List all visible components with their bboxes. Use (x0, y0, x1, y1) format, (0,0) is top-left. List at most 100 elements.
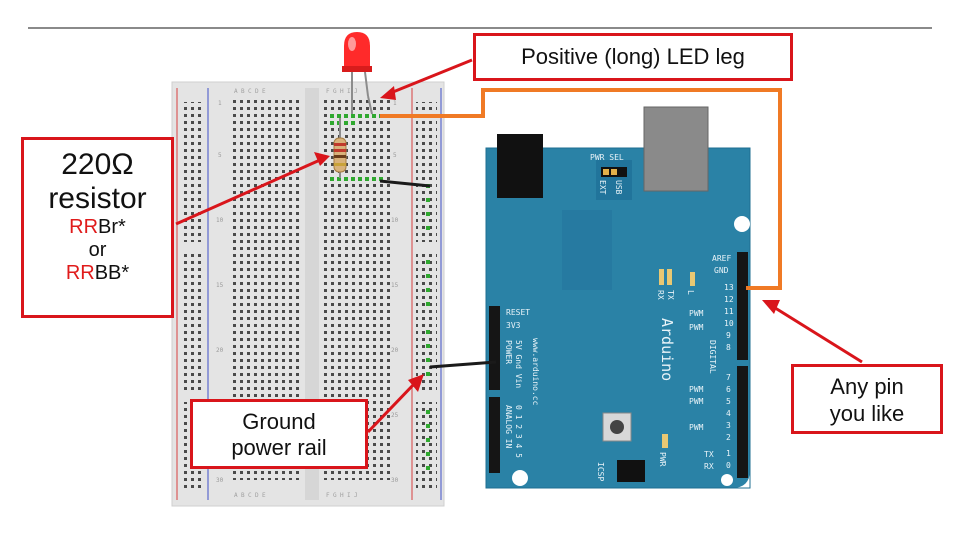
signal-wire (380, 88, 782, 290)
ground-wire (429, 360, 497, 369)
pwr-sel-label: PWR SEL (590, 153, 624, 162)
ground-jumper-wire (379, 179, 431, 188)
arduino-board: PWR SEL EXT USB TX RX L Arduino www.ardu… (485, 106, 751, 489)
usb-label: USB (614, 180, 623, 195)
col-letter: A (234, 88, 238, 95)
mount-hole (734, 216, 750, 232)
pin-number: 5 (726, 397, 731, 406)
aref-label: AREF (712, 254, 731, 263)
row-number: 5 (393, 152, 397, 159)
reset-label: RESET (506, 308, 530, 317)
row-number: 1 (218, 100, 222, 107)
row-number: 1 (393, 100, 397, 107)
pin-line-2: you like (829, 401, 905, 426)
gnd-label: GND (714, 266, 729, 275)
row-number: 5 (218, 152, 222, 159)
pin-number: 1 (726, 449, 731, 458)
top-rule (28, 27, 932, 29)
col-letter: C (248, 492, 252, 499)
col-letter: A (234, 492, 238, 499)
arrow-led (387, 58, 473, 96)
pin-line-1: Any pin (830, 374, 904, 399)
ground-line-2: power rail (231, 435, 327, 460)
pwm-label: PWM (689, 385, 704, 394)
arrowhead-icon (380, 86, 396, 100)
resistor-or: or (88, 239, 107, 261)
icsp-label: ICSP (596, 462, 605, 481)
col-letter: F (326, 492, 330, 499)
pwm-label: PWM (689, 323, 704, 332)
col-letter: C (248, 88, 252, 95)
digital-header-top (737, 252, 748, 360)
callout-arrows (175, 58, 863, 434)
row-number: 15 (216, 282, 224, 289)
arrow-resistor (175, 158, 321, 226)
column-letters-bottom: A B C D E F G H I J (234, 492, 358, 499)
col-letter: E (262, 88, 266, 95)
pin-number: 2 (726, 433, 731, 442)
pwr-led-label: PWR (658, 452, 667, 467)
resistor-word: resistor (48, 182, 147, 215)
led (342, 32, 373, 115)
pin-number: 8 (726, 343, 731, 352)
column-letters-top: A B C D E F G H I J (234, 88, 358, 95)
col-letter: I (347, 88, 351, 95)
arrowhead-icon (408, 374, 424, 392)
resistor-code-1-black: Br* (98, 216, 126, 238)
resistor (333, 118, 347, 178)
col-letter: J (354, 492, 358, 499)
resistor-code-1-red: RR (69, 216, 99, 238)
callout-resistor: 220Ω resistor RRBr* or RRBB* (21, 137, 174, 318)
col-letter: D (255, 492, 259, 499)
pin-number: 6 (726, 385, 731, 394)
power-pins-label: 5V Gnd Vin (514, 340, 523, 388)
row-number: 10 (216, 217, 224, 224)
pin-number: 11 (724, 307, 734, 316)
power-jack (497, 134, 543, 198)
pwm-label: PWM (689, 397, 704, 406)
col-letter: B (241, 492, 245, 499)
arrowhead-icon (762, 300, 780, 314)
row-number: 30 (216, 477, 224, 484)
resistor-code-2-red: RR (65, 262, 95, 284)
ground-line-1: Ground (242, 409, 316, 434)
col-letter: F (326, 88, 330, 95)
resistor-code-2-black: BB* (94, 262, 130, 284)
resistor-value: 220Ω (61, 148, 134, 181)
analog-in-label: ANALOG IN (504, 405, 513, 449)
usb-connector (643, 106, 709, 192)
arduino-logo: Arduino (658, 318, 676, 381)
pin-number: 4 (726, 409, 731, 418)
rx-label: RX (656, 290, 665, 300)
power-label: POWER (504, 340, 513, 364)
row-number: 15 (391, 282, 399, 289)
tx-label: TX (666, 290, 675, 300)
row-number: 25 (391, 412, 399, 419)
resistor-code-2: RRBB* (24, 262, 171, 285)
pin-number: 13 (724, 283, 734, 292)
col-letter: E (262, 492, 266, 499)
analog-nums-label: 0 1 2 3 4 5 (514, 405, 523, 458)
pin-number: 7 (726, 373, 731, 382)
arrow-pin (771, 304, 863, 364)
pin-number: 9 (726, 331, 731, 340)
pin-number: 3 (726, 421, 731, 430)
callout-led-leg-text: Positive (long) LED leg (521, 44, 745, 69)
col-letter: H (340, 88, 344, 95)
tx-pin-label: TX (704, 450, 714, 459)
callout-led-leg: Positive (long) LED leg (473, 33, 793, 81)
row-number: 30 (391, 477, 399, 484)
3v3-label: 3V3 (506, 321, 521, 330)
analog-header (489, 397, 500, 473)
pin-number: 10 (724, 319, 734, 328)
col-letter: B (241, 88, 245, 95)
mount-hole (721, 474, 733, 486)
digital-label: DIGITAL (708, 340, 717, 374)
arrow-ground (366, 380, 418, 434)
col-letter: I (347, 492, 351, 499)
power-header (489, 306, 500, 390)
arrowhead-icon (314, 152, 330, 166)
col-letter: G (333, 492, 337, 499)
row-number: 20 (216, 347, 224, 354)
mount-hole (512, 470, 528, 486)
